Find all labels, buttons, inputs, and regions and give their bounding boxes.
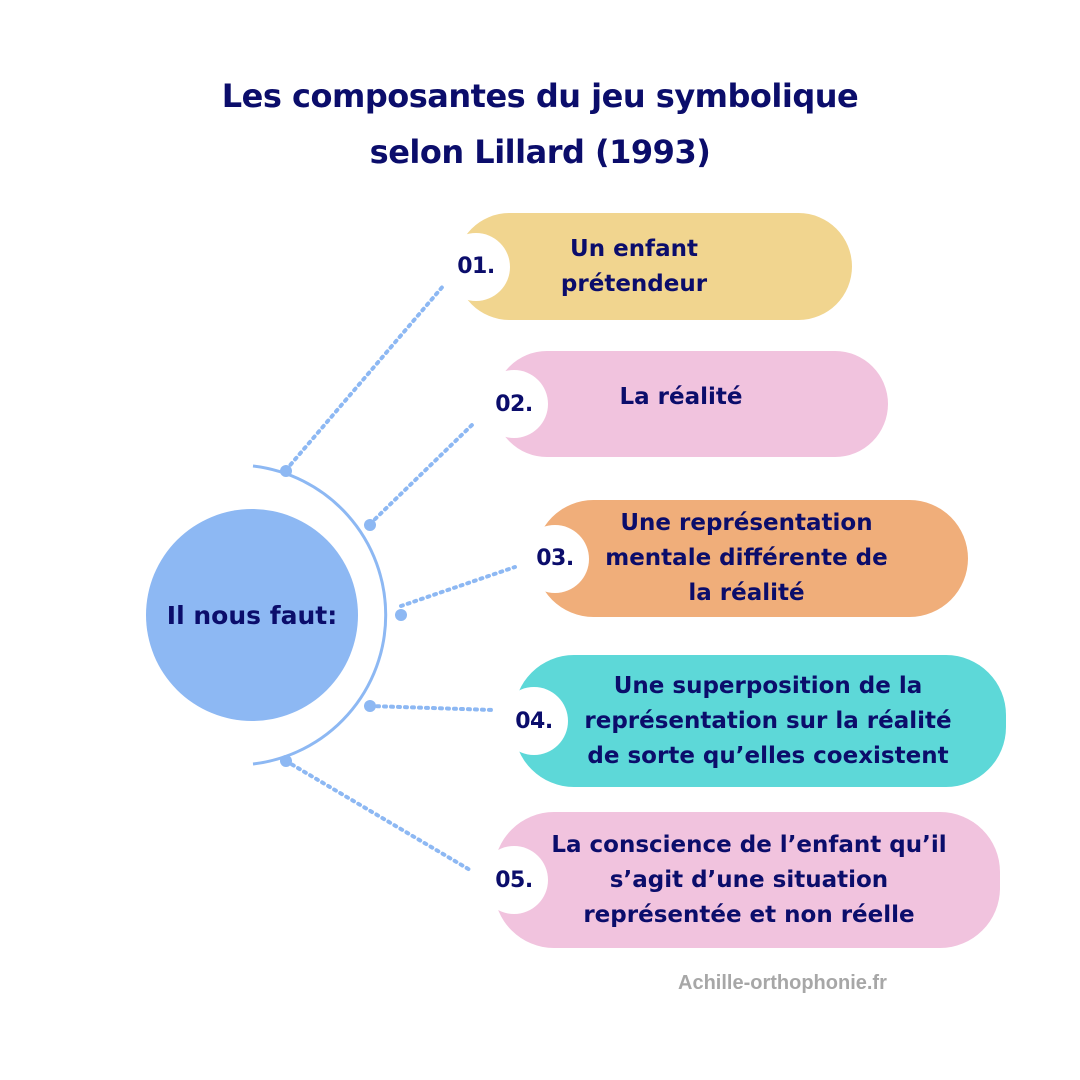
website-credit: Achille-orthophonie.fr xyxy=(678,972,887,994)
item-number: 05. xyxy=(495,867,533,893)
connector-line-2 xyxy=(368,422,475,526)
number-badge: 01. xyxy=(442,232,510,301)
connector-dot-1 xyxy=(280,465,292,477)
connector-line-1 xyxy=(284,283,446,472)
item-text: La conscience de l’enfant qu’il s’agit d… xyxy=(534,812,964,948)
connector-dot-3 xyxy=(395,609,407,621)
connector-dot-5 xyxy=(280,755,292,767)
item-number: 03. xyxy=(536,546,574,571)
item-text: Une représentation mentale différente de… xyxy=(595,500,898,617)
item-text-line: prétendeur xyxy=(560,270,708,297)
connector-line-4 xyxy=(368,704,495,712)
number-badge: 04. xyxy=(500,687,568,755)
item-text: Une superposition de la représentation s… xyxy=(576,655,960,787)
item-text-line: La réalité xyxy=(619,384,743,410)
item-number: 04. xyxy=(515,708,553,734)
item-text-line: de sorte qu’elles coexistent xyxy=(587,742,949,769)
item-text: La réalité xyxy=(554,351,808,457)
item-text-line: la réalité xyxy=(688,580,805,606)
component-item-2: 02. La réalité xyxy=(480,351,888,457)
connector-line-3 xyxy=(399,565,517,608)
item-text-line: représentation sur la réalité xyxy=(584,707,952,734)
connector-line-5 xyxy=(284,759,472,872)
title-line-2: selon Lillard (1993) xyxy=(369,133,711,171)
item-text-line: représentée et non réelle xyxy=(583,901,915,928)
item-number: 01. xyxy=(457,254,495,279)
component-item-3: 03. Une représentation mentale différent… xyxy=(521,500,968,617)
hub-arc xyxy=(252,464,388,766)
item-text: Un enfant prétendeur xyxy=(516,213,752,320)
hub-circle: Il nous faut: xyxy=(146,509,358,721)
item-text-line: La conscience de l’enfant qu’il xyxy=(551,831,947,858)
item-text-line: mentale différente de xyxy=(605,545,888,571)
item-text-line: Une représentation xyxy=(620,510,873,536)
component-item-4: 04. Une superposition de la représentati… xyxy=(500,655,1006,787)
connector-dot-2 xyxy=(364,519,376,531)
item-text-line: Un enfant xyxy=(570,235,698,262)
title-line-1: Les composantes du jeu symbolique xyxy=(221,77,859,115)
component-item-1: 01. Un enfant prétendeur xyxy=(442,213,852,320)
connector-dot-4 xyxy=(364,700,376,712)
hub-label: Il nous faut: xyxy=(166,600,338,630)
number-badge: 02. xyxy=(480,370,548,438)
item-text-line: Une superposition de la xyxy=(613,672,923,699)
item-number: 02. xyxy=(495,391,533,417)
diagram-title: Les composantes du jeu symbolique selon … xyxy=(0,68,1080,180)
component-item-5: 05. La conscience de l’enfant qu’il s’ag… xyxy=(480,812,1000,948)
number-badge: 05. xyxy=(480,846,548,914)
number-badge: 03. xyxy=(521,524,589,593)
item-text-line: s’agit d’une situation xyxy=(609,866,889,893)
